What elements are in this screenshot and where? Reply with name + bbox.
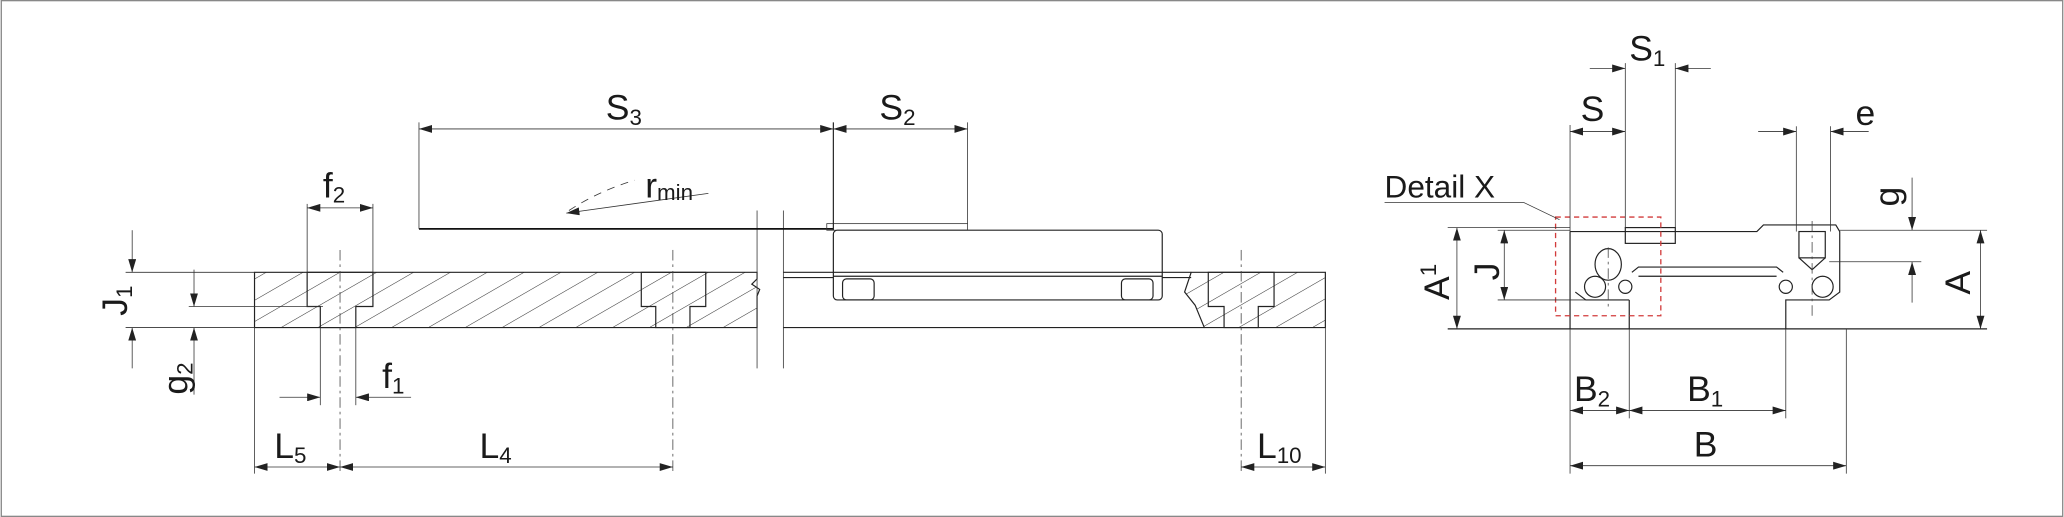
detail-x-label: Detail X	[1385, 168, 1496, 204]
dim-S2: S2	[879, 88, 915, 130]
dim-S: S	[1581, 89, 1605, 129]
dim-J: J	[1467, 262, 1507, 280]
dim-f2: f2	[323, 165, 345, 207]
dim-g2: g2	[155, 362, 197, 394]
mounting-hole-2	[640, 271, 707, 329]
dim-S1: S1	[1629, 29, 1665, 71]
dim-A: A	[1938, 271, 1978, 295]
rail-section-right	[1183, 271, 1326, 329]
dim-S3: S3	[606, 88, 642, 130]
dim-B: B	[1694, 424, 1718, 464]
dim-e: e	[1856, 93, 1876, 133]
dim-L10: L10	[1257, 426, 1302, 468]
dim-J1: J1	[95, 286, 137, 316]
dim-g: g	[1867, 187, 1907, 207]
rail-middle	[783, 271, 1205, 329]
rail-section-left	[253, 271, 761, 329]
dim-L4: L4	[479, 426, 511, 468]
mounting-hole-3	[1207, 271, 1275, 329]
cross-section-view: Detail X A1 J A g S S1 e	[1384, 29, 1988, 474]
carriage	[826, 122, 1163, 301]
dim-A1: A1	[1416, 264, 1457, 300]
side-view: S3 S2 rmin f2 f1 J1 g2 L5 L4 L10	[95, 88, 1326, 474]
dim-B1: B1	[1687, 369, 1723, 411]
dim-f1: f1	[382, 356, 404, 398]
dim-B2: B2	[1574, 369, 1610, 411]
dim-L5: L5	[274, 426, 306, 468]
dim-r-min: rmin	[645, 165, 693, 205]
